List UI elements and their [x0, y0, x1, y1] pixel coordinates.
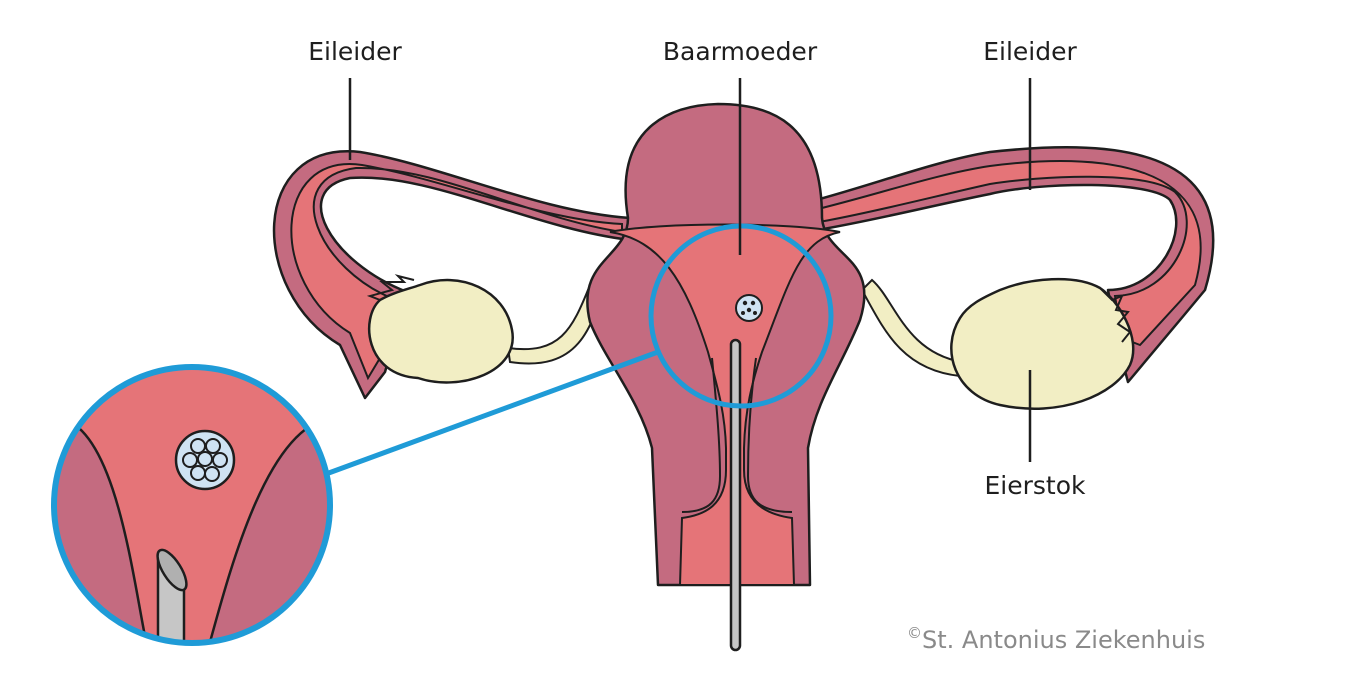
left-fimbriae	[366, 274, 415, 301]
right-ovary	[950, 277, 1135, 410]
catheter	[729, 338, 742, 652]
label-ovary: Eierstok	[984, 471, 1086, 500]
right-fallopian-tube	[718, 146, 1215, 384]
label-uterus: Baarmoeder	[663, 37, 818, 66]
catheter-magnified	[156, 548, 188, 643]
embryo-small	[735, 294, 763, 322]
magnified-ring	[51, 364, 333, 646]
right-fimbriae	[1099, 287, 1132, 343]
copyright-notice: ©St. Antonius Ziekenhuis	[907, 624, 1205, 654]
embryo-magnified	[174, 429, 236, 491]
magnify-connector	[325, 349, 659, 477]
copyright-text: St. Antonius Ziekenhuis	[922, 626, 1205, 654]
magnified-view	[54, 367, 330, 643]
uterus	[586, 102, 866, 587]
copyright-symbol: ©	[907, 624, 922, 642]
label-right-fallopian-tube: Eileider	[983, 37, 1077, 66]
label-left-fallopian-tube: Eileider	[308, 37, 402, 66]
right-ovary-ligament	[860, 278, 964, 378]
left-ovary	[367, 278, 514, 384]
